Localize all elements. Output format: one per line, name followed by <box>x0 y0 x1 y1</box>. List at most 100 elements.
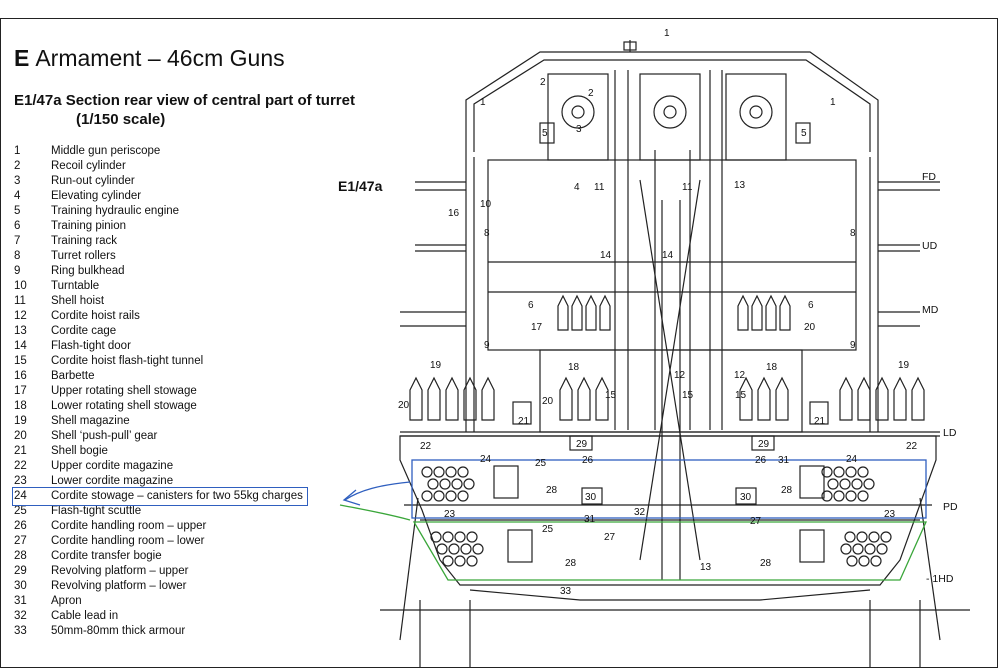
legend-item: 27 Cordite handling room – lower <box>14 534 306 549</box>
callout-20: 20 <box>542 396 554 407</box>
callout-31: 31 <box>778 455 790 466</box>
legend-number: 15 <box>14 355 27 367</box>
legend-text: Run-out cylinder <box>51 175 135 187</box>
callout-8: 8 <box>850 228 856 239</box>
legend-number: 18 <box>14 400 27 412</box>
legend-number: 14 <box>14 340 27 352</box>
legend-number: 13 <box>14 325 27 337</box>
legend-text: Training pinion <box>51 220 127 232</box>
callout-11: 11 <box>594 182 605 193</box>
callout-5: 5 <box>801 128 807 139</box>
legend-number: 32 <box>14 610 27 622</box>
legend-text: 50mm-80mm thick armour <box>51 625 186 637</box>
callout-28: 28 <box>781 485 793 496</box>
legend-text: Turntable <box>51 280 100 292</box>
legend-number: 21 <box>14 445 27 457</box>
legend-text: Cordite transfer bogie <box>51 550 162 562</box>
green-highlight-box <box>412 521 928 581</box>
gunhouse-outline <box>465 51 879 157</box>
legend-text: Lower rotating shell stowage <box>51 400 197 412</box>
callout-32: 32 <box>634 507 646 518</box>
hoist-rails <box>614 70 723 580</box>
figure-label: E1/47a <box>338 178 383 194</box>
legend-text: Cordite hoist rails <box>51 310 140 322</box>
legend-number: 27 <box>14 535 27 547</box>
legend-number: 17 <box>14 385 27 397</box>
legend-text: Cordite cage <box>51 325 117 337</box>
callout-1: 1 <box>830 97 836 108</box>
left-gun-cradle <box>547 73 609 161</box>
legend-item: 6 Training pinion <box>14 219 306 234</box>
shell-magazine-rows <box>409 376 925 421</box>
legend-number: 19 <box>14 415 27 427</box>
legend-item: 18 Lower rotating shell stowage <box>14 399 306 414</box>
legend-number: 3 <box>14 175 21 187</box>
callout-25: 25 <box>535 458 547 469</box>
legend-number: 26 <box>14 520 27 532</box>
callout-16: 16 <box>448 208 460 219</box>
legend-text: Middle gun periscope <box>51 145 161 157</box>
legend-text: Apron <box>51 595 82 607</box>
callout-5: 5 <box>542 128 548 139</box>
legend-text: Cordite handling room – lower <box>51 535 205 547</box>
callout-26: 26 <box>755 455 767 466</box>
legend-number: 6 <box>14 220 21 232</box>
legend-text: Turret rollers <box>51 250 116 262</box>
callout-6: 6 <box>528 300 534 311</box>
callout-1: 1 <box>480 97 486 108</box>
callout-22: 22 <box>420 441 432 452</box>
callout-30: 30 <box>585 492 597 503</box>
callout-22: 22 <box>906 441 918 452</box>
legend-text: Revolving platform – lower <box>51 580 187 592</box>
legend-text: Shell hoist <box>51 295 105 307</box>
legend-text: Shell magazine <box>51 415 130 427</box>
callout-21: 21 <box>814 416 826 427</box>
legend-item: 21 Shell bogie <box>14 444 306 459</box>
green-annotation <box>339 504 928 581</box>
callout-24: 24 <box>480 454 492 465</box>
legend-number: 23 <box>14 475 27 487</box>
legend-text: Lower cordite magazine <box>51 475 174 487</box>
legend-number: 4 <box>14 190 21 202</box>
callout-9: 9 <box>484 340 490 351</box>
legend-text: Cordite handling room – upper <box>51 520 207 532</box>
callout-29: 29 <box>576 439 588 450</box>
legend-number: 28 <box>14 550 27 562</box>
callout-18: 18 <box>766 362 778 373</box>
cordite-canisters <box>421 466 892 567</box>
deck-label-pd: PD <box>943 501 958 513</box>
callout-10: 10 <box>480 199 492 210</box>
callout-18: 18 <box>568 362 580 373</box>
legend-item: 3 Run-out cylinder <box>14 174 306 189</box>
legend-text: Training hydraulic engine <box>51 205 180 217</box>
legend-item: 13 Cordite cage <box>14 324 306 339</box>
callout-28: 28 <box>760 558 772 569</box>
page-frame <box>0 18 998 668</box>
legend-text: Shell bogie <box>51 445 108 457</box>
callout-19: 19 <box>898 360 910 371</box>
callout-14: 14 <box>662 250 674 261</box>
callout-29: 29 <box>758 439 770 450</box>
legend-text: Recoil cylinder <box>51 160 126 172</box>
cordite-magazine-outline <box>399 435 937 586</box>
legend-item: 19 Shell magazine <box>14 414 306 429</box>
legend-item: 23 Lower cordite magazine <box>14 474 306 489</box>
legend-number: 9 <box>14 265 21 277</box>
callout-26: 26 <box>582 455 594 466</box>
legend-number: 11 <box>14 295 26 307</box>
legend-number: 7 <box>14 235 21 247</box>
legend-text: Shell ‘push-pull’ gear <box>51 430 158 442</box>
callout-27: 27 <box>604 532 616 543</box>
